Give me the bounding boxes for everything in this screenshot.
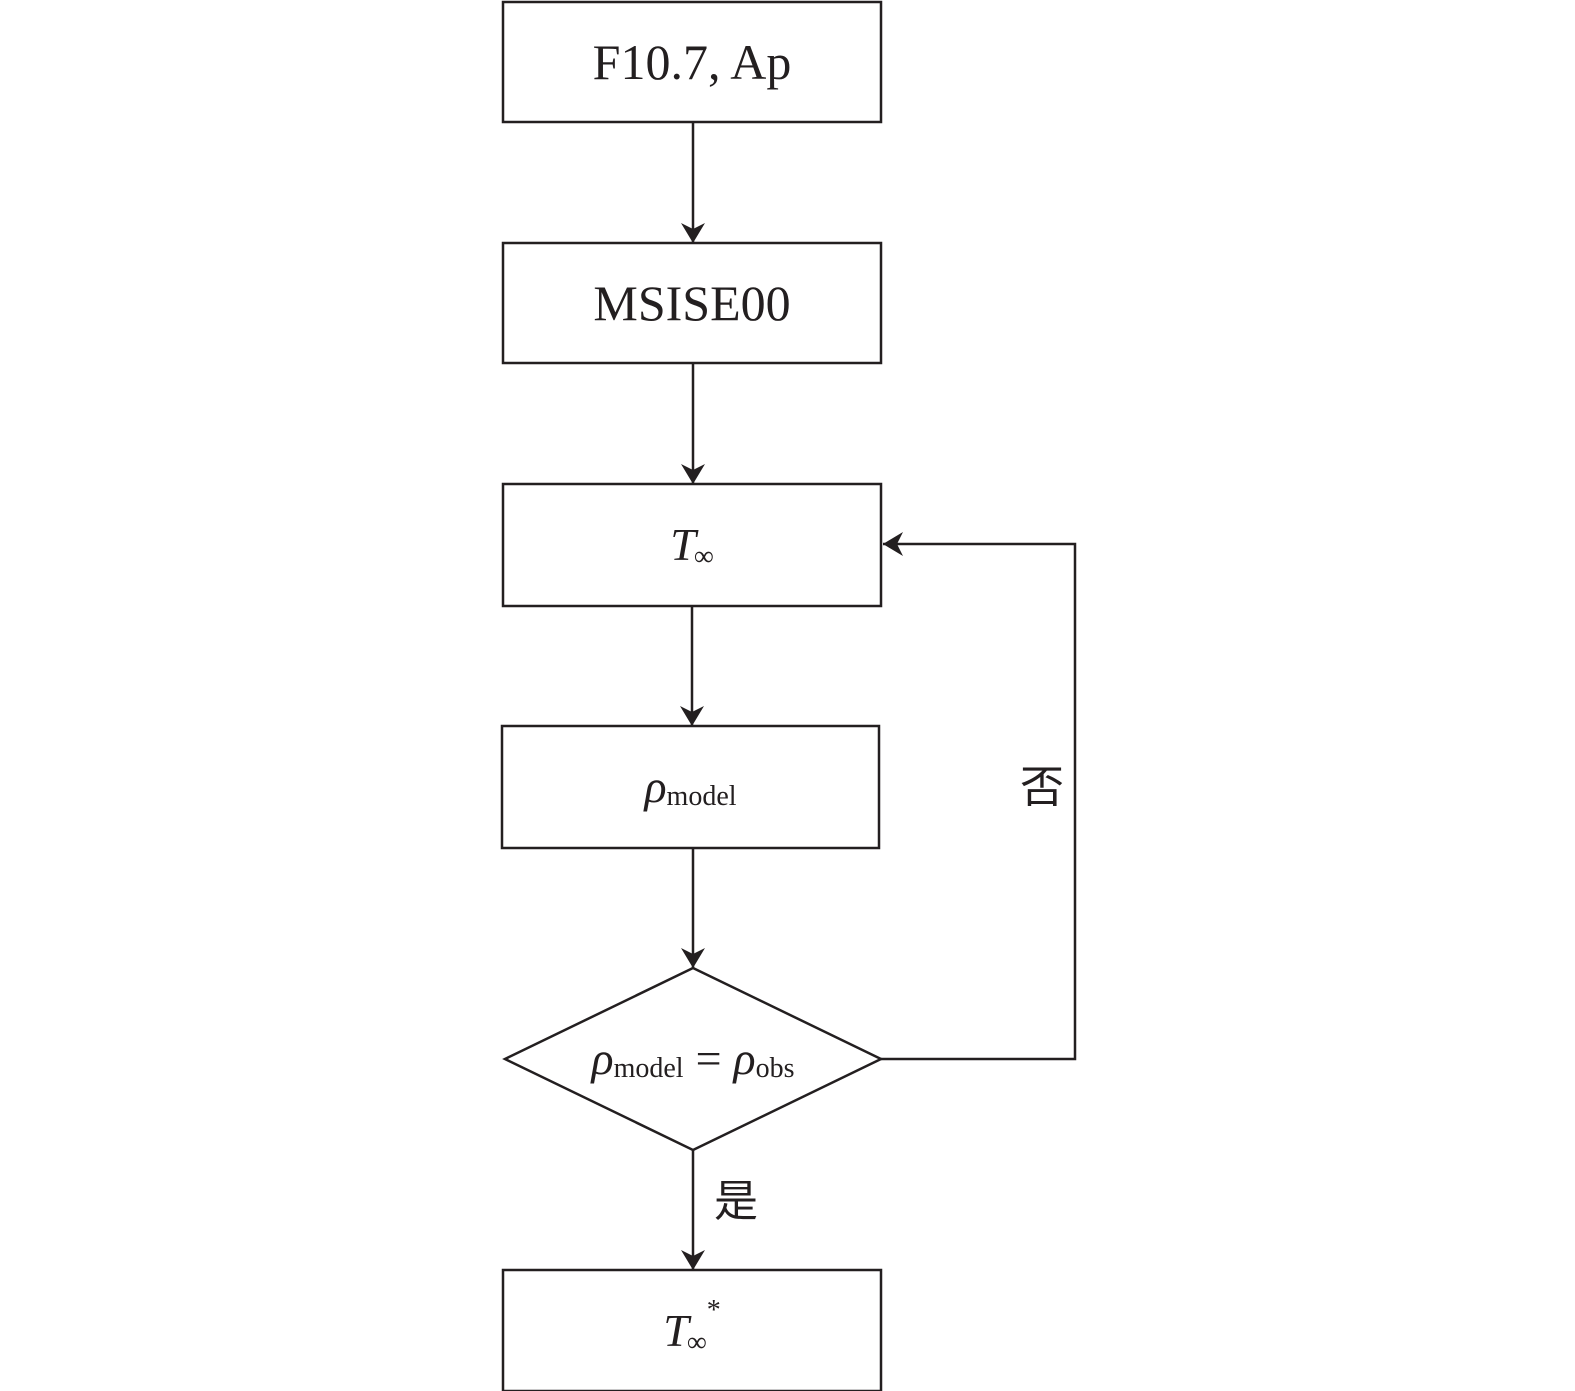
edge-label-no: 否 — [1020, 762, 1064, 813]
decision-operator: = — [695, 1033, 722, 1084]
edge-label-yes: 是 — [714, 1176, 758, 1227]
model-text: MSISE00 — [593, 275, 791, 331]
decision-right-subscript: obs — [755, 1053, 795, 1084]
temperature-label: T∞ — [503, 484, 881, 606]
model-label: MSISE00 — [503, 243, 881, 363]
output-symbol: T — [663, 1304, 689, 1356]
output-subscript: ∞ — [686, 1326, 707, 1358]
density-box — [500, 724, 881, 850]
output-superscript: * — [706, 1294, 721, 1326]
decision-left-symbol: ρ — [591, 1033, 614, 1084]
input-label: F10.7, Ap — [503, 2, 881, 122]
density-symbol: ρ — [644, 761, 667, 812]
decision-left-subscript: model — [613, 1053, 684, 1084]
output-label: T∞* — [503, 1270, 881, 1391]
density-subscript: model — [666, 781, 737, 812]
arrow-loop-back — [881, 532, 1077, 1061]
temperature-symbol: T — [670, 519, 696, 570]
input-text: F10.7, Ap — [592, 34, 792, 90]
temperature-subscript: ∞ — [693, 541, 714, 572]
decision-right-symbol: ρ — [733, 1033, 756, 1084]
